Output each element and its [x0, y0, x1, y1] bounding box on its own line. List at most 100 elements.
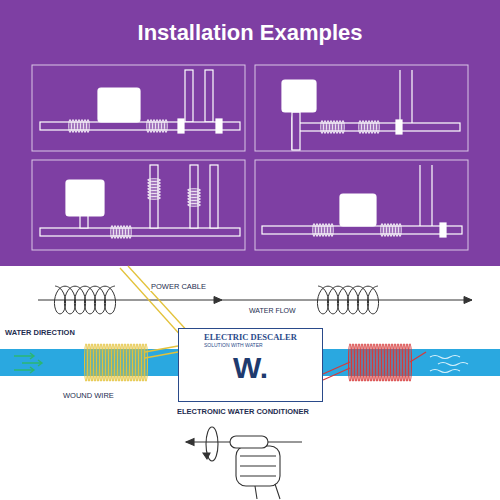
coil-turn [142, 344, 145, 381]
coil-ring [390, 224, 392, 237]
coil-ring [339, 121, 341, 134]
coil-ring [84, 120, 86, 133]
coil-turn [136, 344, 139, 381]
coil-ring [188, 189, 201, 191]
coil-turn [370, 344, 373, 381]
coil-ring [120, 226, 122, 239]
coil-ring [374, 121, 376, 134]
coil-ring [328, 224, 330, 237]
coil-turn [100, 344, 103, 381]
coil-ring [126, 226, 128, 239]
coil-ring [117, 226, 119, 239]
coil-turn [103, 344, 106, 381]
brand-logo: W. [184, 349, 317, 384]
coil-ring [316, 224, 318, 237]
coil-ring [384, 224, 386, 237]
install-panels [32, 65, 468, 250]
coil-ring [188, 192, 201, 194]
coil-ring [148, 191, 161, 193]
coil-ring [147, 120, 149, 133]
coil-turn [397, 344, 400, 381]
coil-ring [331, 224, 333, 237]
cable-label: POWER CABLE [150, 283, 207, 291]
coil-ring [188, 198, 201, 200]
coil-turn [121, 344, 124, 381]
coil-ring [368, 121, 370, 134]
flow-arrows-out [430, 356, 468, 373]
coil-ring [188, 201, 201, 203]
coil-ring [129, 226, 131, 239]
coil-ring [148, 179, 161, 181]
coil-turn [106, 344, 109, 381]
coil-turn [145, 344, 148, 381]
device-caption: ELECTRONIC WATER CONDITIONER [176, 408, 310, 416]
coil-ring [342, 121, 344, 134]
flow-coil [317, 286, 378, 314]
coil-ring [150, 120, 152, 133]
coil-turn [94, 344, 97, 381]
coil-turn [409, 344, 412, 381]
coil-ring [148, 197, 161, 199]
coil-ring [324, 121, 326, 134]
coil-turn [385, 344, 388, 381]
coil-ring [81, 120, 83, 133]
coil-ring [162, 120, 164, 133]
coil-ring [111, 226, 113, 239]
coil-turn [133, 344, 136, 381]
coil-ring [87, 120, 89, 133]
coil-turn [379, 344, 382, 381]
coil-ring [78, 120, 80, 133]
coil-band [350, 344, 410, 381]
coil-ring [148, 188, 161, 190]
coil-turn [382, 344, 385, 381]
wire-label: WOUND WIRE [62, 392, 115, 400]
flow-diagram [38, 286, 472, 314]
direction-label: WATER DIRECTION [4, 329, 76, 337]
coil-ring [330, 121, 332, 134]
coil-ring [165, 120, 167, 133]
device-label: SOLUTION WITH WATER [184, 342, 317, 349]
coil-turn [112, 344, 115, 381]
coil-ring [327, 121, 329, 134]
coil-turn [391, 344, 394, 381]
coil-turn [376, 344, 379, 381]
coil-ring [377, 121, 379, 134]
coil-ring [319, 224, 321, 237]
coil-ring [325, 224, 327, 237]
coil-turn [85, 344, 88, 381]
coil-turn [139, 344, 142, 381]
coil-ring [333, 121, 335, 134]
coil-turn [364, 344, 367, 381]
coil-ring [69, 120, 71, 133]
coil-ring [188, 195, 201, 197]
coil-turn [127, 344, 130, 381]
coil-ring [336, 121, 338, 134]
coil-turn [373, 344, 376, 381]
coil-turn [97, 344, 100, 381]
coil-turn [361, 344, 364, 381]
coil-ring [123, 226, 125, 239]
hand-rule [186, 427, 302, 499]
coil-turn [394, 344, 397, 381]
coil-ring [114, 226, 116, 239]
coil-ring [359, 121, 361, 134]
coil-turn [406, 344, 409, 381]
coil-turn [403, 344, 406, 381]
coil-ring [75, 120, 77, 133]
coil-turn [118, 344, 121, 381]
coil-turn [358, 344, 361, 381]
coil-turn [367, 344, 370, 381]
coil-turn [115, 344, 118, 381]
coil-ring [365, 121, 367, 134]
coil-turn [124, 344, 127, 381]
coil-ring [321, 121, 323, 134]
coil-ring [153, 120, 155, 133]
coil-ring [362, 121, 364, 134]
coil-band [86, 344, 146, 381]
coil-turn [400, 344, 403, 381]
coil-ring [148, 194, 161, 196]
coil-turn [355, 344, 358, 381]
coil-ring [148, 185, 161, 187]
coil-turn [88, 344, 91, 381]
title: Installation Examples [0, 20, 500, 46]
